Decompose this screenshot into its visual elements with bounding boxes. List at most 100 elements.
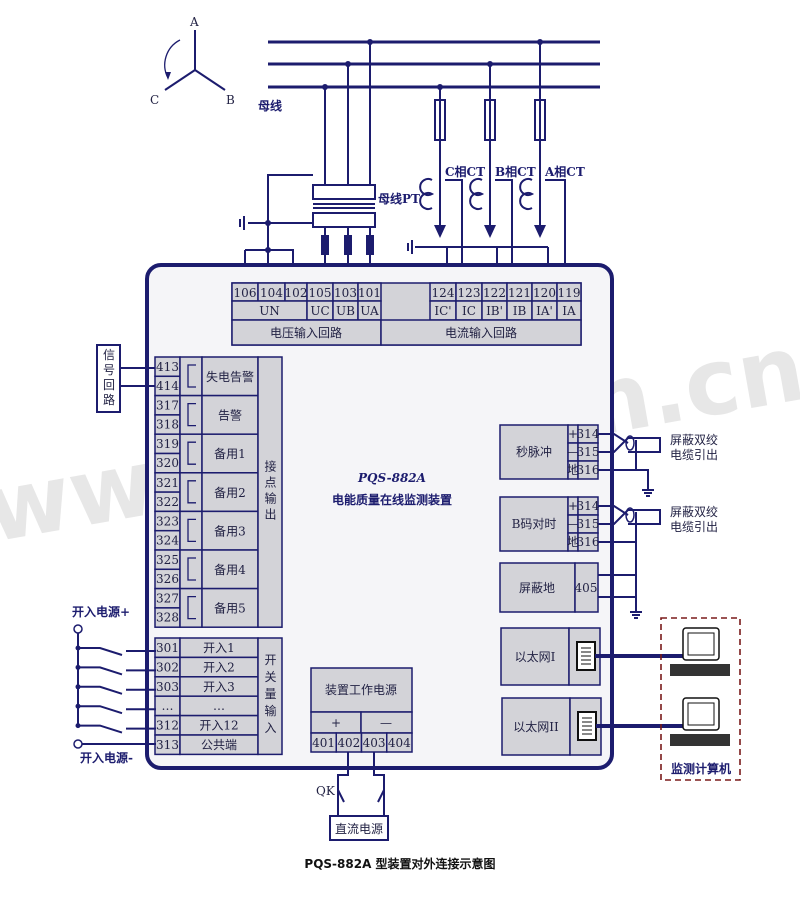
power-minus: —	[380, 716, 392, 730]
sync-terminal-number: 315	[577, 445, 600, 459]
sync-terminal-number: 314	[577, 499, 600, 513]
terminal-number: 104	[260, 286, 283, 300]
relay-cell	[179, 433, 203, 474]
terminal-number: 323	[156, 514, 179, 528]
busbar	[268, 39, 600, 90]
device-name: 电能质量在线监测装置	[332, 492, 452, 507]
output-label-cell	[201, 587, 259, 628]
terminal-cell	[386, 732, 413, 753]
computer-icon	[670, 627, 730, 676]
output-label-cell	[201, 433, 259, 474]
ethernet-label: 以太网II	[513, 719, 559, 734]
terminal-number: 319	[156, 437, 179, 451]
cable-note: 屏蔽双绞	[670, 432, 718, 447]
signal-circuit-label: 信号回路	[102, 348, 116, 408]
contact-output-label: 备用3	[214, 524, 246, 538]
terminal-number: 313	[156, 738, 179, 752]
terminal-label: IA'	[536, 304, 553, 318]
rj45-pins	[581, 647, 591, 665]
contact-output-block: 413414失电告警317318告警319320备用1321322备用23233…	[154, 356, 283, 628]
relay-cell	[179, 510, 203, 551]
cable-shield-icon	[625, 435, 635, 451]
switch-input-label: 公共端	[201, 738, 237, 752]
input-switch	[78, 724, 156, 734]
terminal-label: IC	[462, 304, 476, 318]
monitoring-computers: 监测计算机	[660, 617, 741, 781]
ct-group: C相CT B相CT A相CT	[407, 42, 585, 290]
voltage-input-group-label: 电压输入回路	[270, 325, 342, 340]
switch-power-minus: 开入电源-	[80, 750, 133, 765]
sync-sign: 地	[567, 463, 579, 477]
twisted-pair-cable	[598, 505, 661, 543]
terminal-number: 312	[156, 719, 179, 733]
power-supply-title: 装置工作电源	[325, 683, 397, 697]
junction-dot	[75, 684, 81, 690]
phase-c-label: C	[150, 93, 159, 107]
terminal-number: …	[162, 699, 174, 713]
terminal-number: 328	[156, 611, 179, 625]
switch-input-label: 开入3	[203, 680, 235, 694]
ethernet-label: 以太网I	[515, 649, 556, 664]
relay-cell	[179, 356, 203, 397]
sync-sign: 地	[567, 535, 579, 549]
power-plus: +	[331, 716, 341, 730]
ethernet-label-cell	[500, 627, 570, 686]
phase-b-label: B	[226, 93, 235, 107]
computer-label: 监测计算机	[671, 761, 731, 776]
power-terminal-number: 402	[337, 736, 360, 750]
junction-dot	[75, 703, 81, 709]
terminal-number: 103	[334, 286, 357, 300]
sync-title: 秒脉冲	[516, 444, 552, 459]
junction-dot	[75, 723, 81, 729]
relay-contact-icon	[187, 595, 196, 620]
ethernet-ports: 以太网I 以太网II	[500, 627, 685, 756]
group-cell	[257, 356, 283, 628]
terminal-number: 413	[156, 360, 179, 374]
relay-contact-icon	[187, 480, 196, 504]
terminal-label: IB'	[486, 304, 503, 318]
switch-input-label: 开入1	[203, 641, 235, 655]
contact-output-label: 备用1	[214, 447, 246, 461]
input-switch	[78, 647, 156, 656]
sync-terminal-number: 314	[577, 427, 600, 441]
terminal-number: 322	[156, 495, 179, 509]
terminal-label: UB	[336, 304, 355, 318]
input-switch	[78, 666, 156, 676]
shield-ground-block: 屏蔽地 405	[499, 540, 642, 619]
terminal-number: 102	[285, 286, 308, 300]
pt-label: 母线PT	[378, 191, 420, 206]
signal-circuit-box: 信号回路	[96, 344, 156, 413]
power-terminal-number: 403	[363, 736, 386, 750]
contact-output-group-label: 接点输出	[263, 459, 277, 524]
switch-input-label: 开入2	[203, 660, 235, 674]
terminal-number: 123	[458, 286, 481, 300]
relay-contact-icon	[187, 364, 196, 388]
sync-sign: —	[567, 445, 579, 459]
switch-power-plus: 开入电源+	[72, 604, 130, 619]
time-sync-blocks: 秒脉冲+314—315地316屏蔽双绞电缆引出B码对时+314—315地316屏…	[499, 424, 718, 552]
terminal-number: 303	[156, 680, 179, 694]
sync-terminal-number: 316	[577, 463, 600, 477]
current-group	[380, 319, 582, 346]
output-label-cell	[201, 549, 259, 590]
computer-icon	[670, 697, 730, 746]
terminal-number: 301	[156, 641, 179, 655]
terminal-number: 122	[483, 286, 506, 300]
ct-label-a: A相CT	[544, 164, 585, 179]
sync-sign: +	[568, 427, 578, 441]
shield-ground-terminal: 405	[575, 581, 598, 595]
power-terminal-number: 401	[312, 736, 335, 750]
input-switch	[78, 705, 156, 715]
ct-label-c: C相CT	[445, 164, 485, 179]
relay-contact-icon	[187, 518, 196, 543]
terminal-number: 121	[508, 286, 531, 300]
terminal-number: 414	[156, 379, 179, 393]
contact-output-label: 备用2	[214, 486, 246, 500]
terminal-label: UN	[259, 304, 280, 318]
cable-note: 电缆引出	[670, 520, 718, 534]
terminal-number: 120	[533, 286, 556, 300]
cable-shield-icon	[625, 507, 635, 523]
